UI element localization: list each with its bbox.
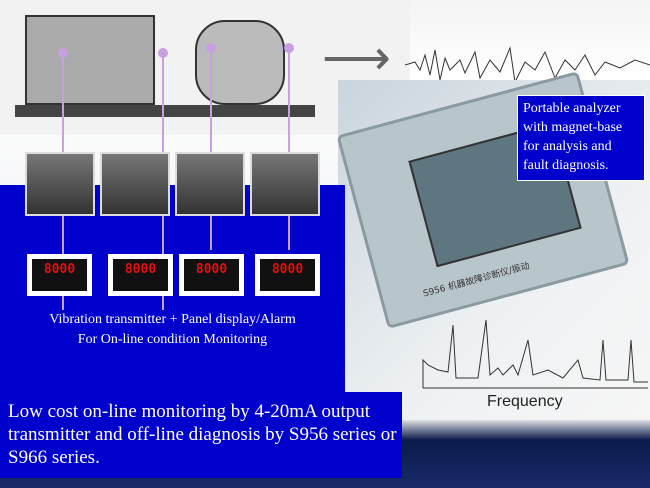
sensor-dot — [284, 43, 294, 53]
panel-readout: 8000 — [113, 259, 168, 291]
summary-box — [0, 392, 402, 478]
analyzer-callout: Portable analyzer with magnet-base for a… — [517, 95, 645, 181]
sensor-dot — [158, 48, 168, 58]
sensor-dot — [206, 43, 216, 53]
summary-text: Low cost on-line monitoring by 4-20mA ou… — [8, 401, 397, 468]
vibration-transmitter — [100, 152, 170, 216]
sensor-dot — [58, 48, 68, 58]
caption-line-2: For On-line condition Monitoring — [77, 332, 268, 347]
panel-readout: 8000 — [184, 259, 239, 291]
vibration-transmitter — [25, 152, 95, 216]
vibration-transmitter — [250, 152, 320, 216]
motor-drawing — [25, 15, 155, 105]
spectrum-xlabel: Frequency — [487, 393, 563, 410]
frequency-spectrum — [422, 320, 648, 389]
arrow-icon: ⟶ — [322, 32, 391, 85]
panel-readout: 8000 — [260, 259, 315, 291]
vibration-waveform — [405, 46, 650, 84]
panel-display: 8000 — [108, 254, 173, 296]
panel-display: 8000 — [255, 254, 320, 296]
panel-readout: 8000 — [32, 259, 87, 291]
pump-drawing — [195, 20, 285, 105]
vibration-transmitter — [175, 152, 245, 216]
caption-line-1: Vibration transmitter + Panel display/Al… — [49, 312, 296, 327]
panel-display: 8000 — [179, 254, 244, 296]
panel-display: 8000 — [27, 254, 92, 296]
wire — [210, 50, 212, 250]
wire — [288, 50, 290, 250]
base-frame-drawing — [15, 105, 315, 117]
